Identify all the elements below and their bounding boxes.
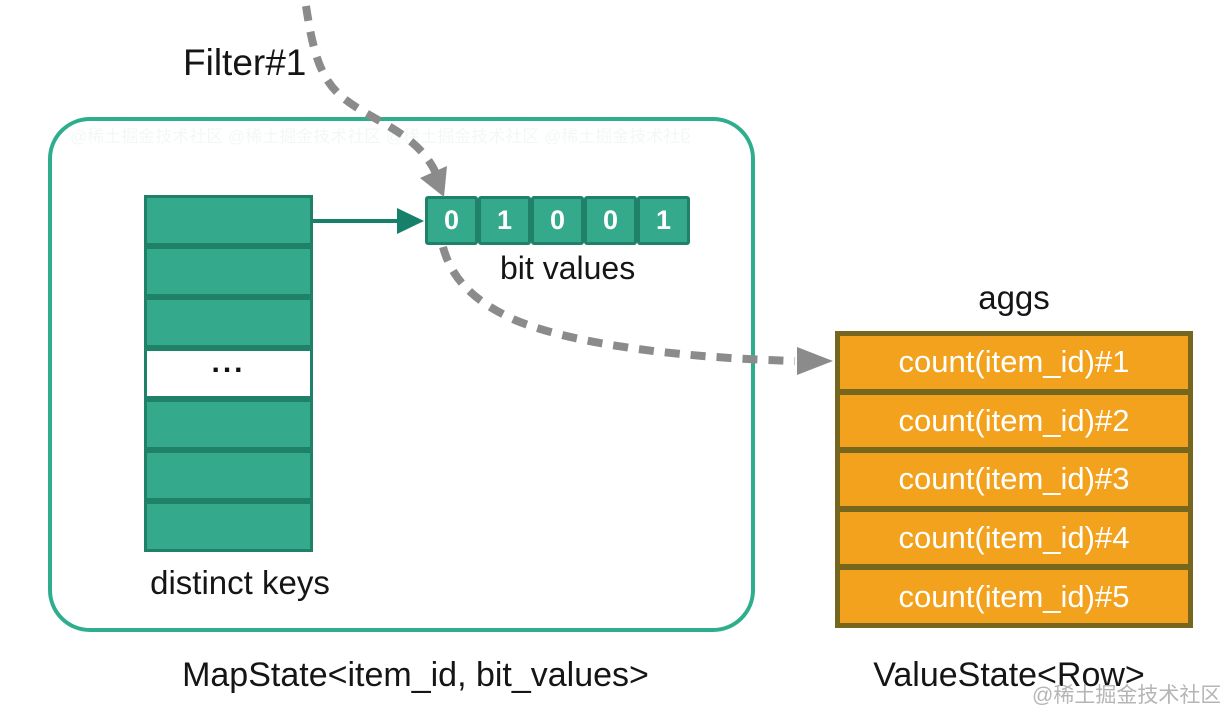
- aggs-label: aggs: [978, 279, 1050, 316]
- key-row: [144, 501, 313, 552]
- ellipsis-label: ...: [211, 345, 246, 379]
- valuestate-caption: ValueState<Row>: [873, 656, 1145, 694]
- distinct-keys-label: distinct keys: [150, 564, 330, 601]
- bit-cell: 1: [637, 196, 690, 245]
- agg-row: count(item_id)#1: [837, 333, 1191, 392]
- distinct-keys-stack: ...: [144, 195, 313, 552]
- agg-row: count(item_id)#5: [837, 567, 1191, 626]
- site-watermark: @稀土掘金技术社区: [1032, 684, 1220, 707]
- agg-row: count(item_id)#4: [837, 508, 1191, 568]
- bit-cell: 1: [478, 196, 531, 245]
- ellipsis-key-row: ...: [144, 345, 313, 399]
- faint-watermark-tile: @稀土掘金技术社区 @稀土掘金技术社区 @稀土掘金技术社区 @稀土掘金技术社区 …: [70, 127, 690, 146]
- bit-cell: 0: [531, 196, 584, 245]
- bit-cell: 0: [584, 196, 637, 245]
- key-row: [144, 195, 313, 246]
- mapstate-caption: MapState<item_id, bit_values>: [182, 656, 649, 694]
- bit-cell: 0: [425, 196, 478, 245]
- key-row: [144, 246, 313, 297]
- filter-label: Filter#1: [183, 42, 307, 83]
- agg-row: count(item_id)#3: [837, 450, 1191, 509]
- key-row: [144, 399, 313, 450]
- key-row: [144, 450, 313, 501]
- bit-values-label: bit values: [500, 250, 636, 286]
- agg-row: count(item_id)#2: [837, 391, 1191, 451]
- key-row: [144, 297, 313, 348]
